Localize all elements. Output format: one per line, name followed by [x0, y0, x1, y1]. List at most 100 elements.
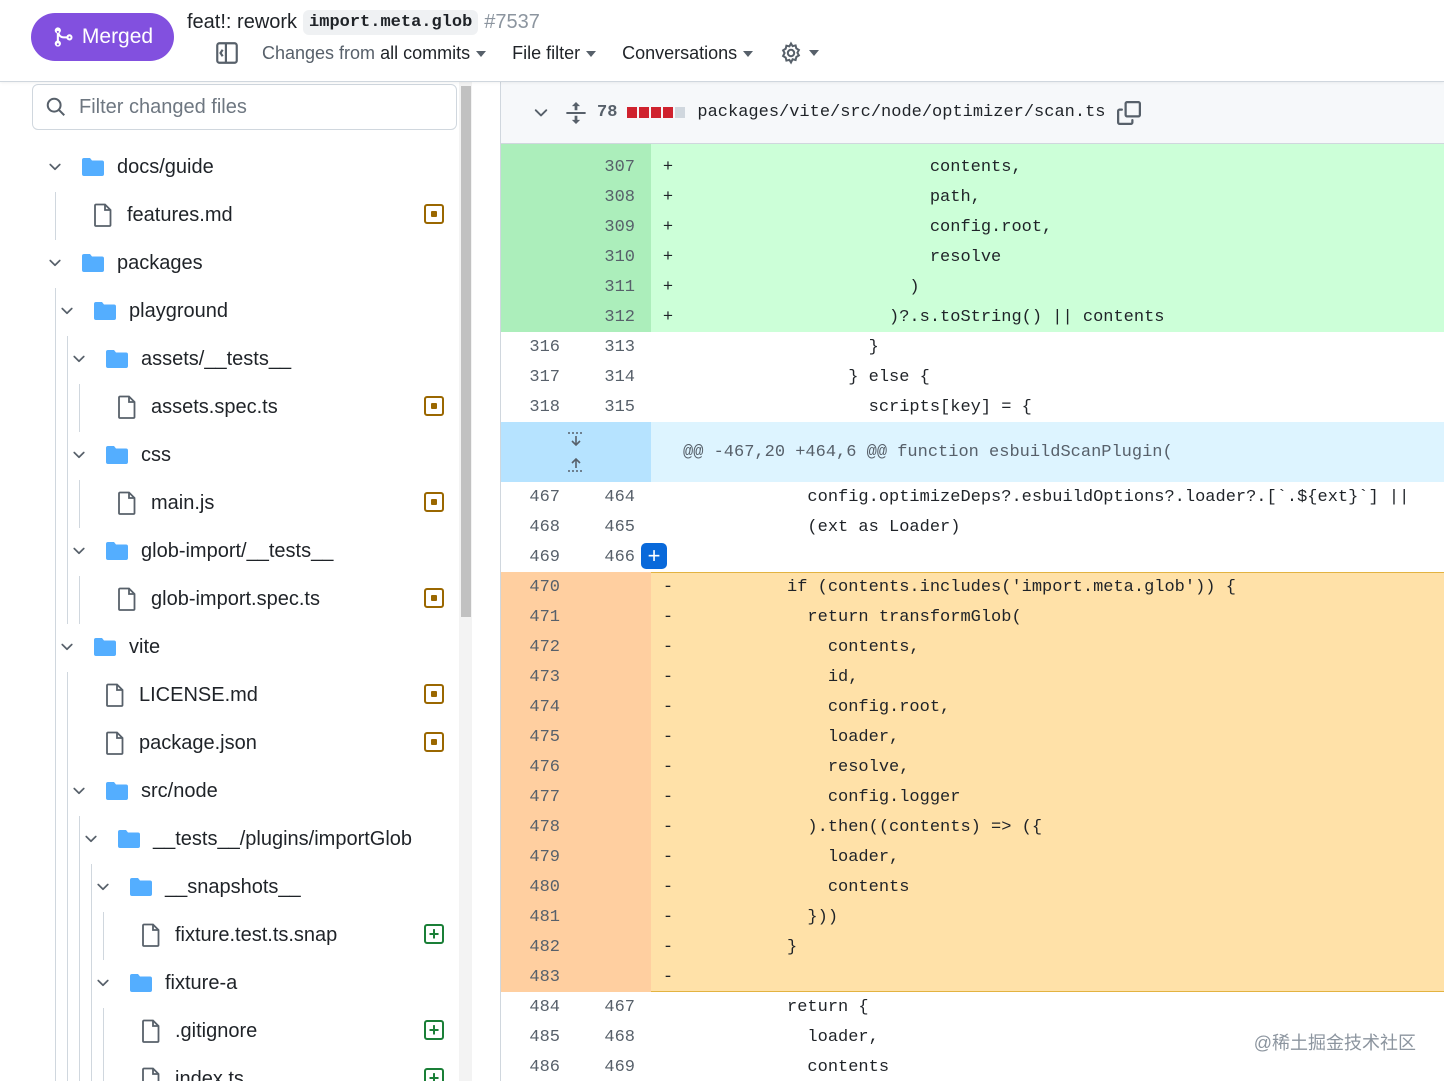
old-line-number[interactable]: 486: [529, 1057, 560, 1077]
old-line-number[interactable]: 467: [529, 487, 560, 507]
chevron-down-icon[interactable]: [93, 974, 113, 992]
diff-line-added[interactable]: 312+ )?.s.toString() || contents: [501, 302, 1444, 332]
new-line-number[interactable]: 313: [604, 337, 635, 357]
diff-line-added[interactable]: 310+ resolve: [501, 242, 1444, 272]
new-line-number[interactable]: 465: [604, 517, 635, 537]
tree-folder-src-node[interactable]: src/node: [69, 767, 218, 815]
chevron-down-icon[interactable]: [69, 542, 89, 560]
diff-line-added[interactable]: 309+ config.root,: [501, 212, 1444, 242]
new-line-number[interactable]: 468: [604, 1027, 635, 1047]
old-line-number[interactable]: 471: [529, 607, 560, 627]
tree-folder-fixture-a[interactable]: fixture-a: [93, 959, 237, 1007]
diff-line-removed[interactable]: 481- })): [501, 902, 1444, 932]
sidebar-scrollbar-thumb[interactable]: [461, 86, 471, 617]
file-filter-dropdown[interactable]: File filter: [512, 43, 597, 64]
diff-line-removed[interactable]: 476- resolve,: [501, 752, 1444, 782]
chevron-down-icon[interactable]: [69, 446, 89, 464]
old-line-number[interactable]: 470: [529, 577, 560, 597]
diff-line-removed[interactable]: 470- if (contents.includes('import.meta.…: [501, 572, 1444, 602]
tree-file-package-json[interactable]: package.json: [105, 719, 257, 767]
old-line-number[interactable]: 472: [529, 637, 560, 657]
old-line-number[interactable]: 476: [529, 757, 560, 777]
old-line-number[interactable]: 481: [529, 907, 560, 927]
hunk-expand-gutter[interactable]: [501, 422, 651, 482]
diff-line-removed[interactable]: 479- loader,: [501, 842, 1444, 872]
chevron-down-icon[interactable]: [93, 878, 113, 896]
new-line-number[interactable]: 308: [604, 187, 635, 207]
old-line-number[interactable]: 479: [529, 847, 560, 867]
new-line-number[interactable]: 312: [604, 307, 635, 327]
diff-line-added[interactable]: 307+ contents,: [501, 152, 1444, 182]
settings-dropdown[interactable]: [779, 41, 820, 65]
new-line-number[interactable]: 469: [604, 1057, 635, 1077]
pane-divider[interactable]: [472, 82, 500, 1081]
tree-file-fixture-snap[interactable]: fixture.test.ts.snap: [141, 911, 337, 959]
file-path[interactable]: packages/vite/src/node/optimizer/scan.ts: [697, 103, 1106, 122]
new-line-number[interactable]: 466: [604, 547, 635, 567]
tree-file-main-js[interactable]: main.js: [117, 479, 214, 527]
tree-folder-playground[interactable]: playground: [57, 287, 228, 335]
tree-folder-snapshots[interactable]: __snapshots__: [93, 863, 301, 911]
tree-file-features-md[interactable]: features.md: [93, 191, 233, 239]
new-line-number[interactable]: 467: [604, 997, 635, 1017]
diff-line-removed[interactable]: 474- config.root,: [501, 692, 1444, 722]
old-line-number[interactable]: 473: [529, 667, 560, 687]
new-line-number[interactable]: 314: [604, 367, 635, 387]
old-line-number[interactable]: 482: [529, 937, 560, 957]
diff-line-removed[interactable]: 483-: [501, 962, 1444, 992]
diff-line-removed[interactable]: 473- id,: [501, 662, 1444, 692]
old-line-number[interactable]: 477: [529, 787, 560, 807]
diff-line-removed[interactable]: 471- return transformGlob(: [501, 602, 1444, 632]
old-line-number[interactable]: 474: [529, 697, 560, 717]
chevron-down-icon[interactable]: [57, 302, 77, 320]
expand-down-icon[interactable]: [566, 431, 586, 447]
expand-all-icon[interactable]: [565, 101, 587, 124]
tree-folder-docs-guide[interactable]: docs/guide: [45, 143, 214, 191]
chevron-down-icon[interactable]: [57, 638, 77, 656]
collapse-chevron-icon[interactable]: [531, 103, 551, 123]
tree-file-license-md[interactable]: LICENSE.md: [105, 671, 258, 719]
copy-icon[interactable]: [1117, 100, 1142, 125]
new-line-number[interactable]: 307: [604, 157, 635, 177]
old-line-number[interactable]: 483: [529, 967, 560, 987]
old-line-number[interactable]: 478: [529, 817, 560, 837]
old-line-number[interactable]: 468: [529, 517, 560, 537]
new-line-number[interactable]: 310: [604, 247, 635, 267]
tree-folder-packages[interactable]: packages: [45, 239, 203, 287]
old-line-number[interactable]: 475: [529, 727, 560, 747]
tree-file-glob-import-spec[interactable]: glob-import.spec.ts: [117, 575, 320, 623]
tree-file-gitignore[interactable]: .gitignore: [141, 1007, 257, 1055]
new-line-number[interactable]: 315: [604, 397, 635, 417]
new-line-number[interactable]: 464: [604, 487, 635, 507]
chevron-down-icon[interactable]: [45, 254, 65, 272]
changes-from-dropdown[interactable]: Changes from all commits: [262, 43, 487, 64]
chevron-down-icon[interactable]: [45, 158, 65, 176]
new-line-number[interactable]: 311: [604, 277, 635, 297]
tree-folder-vite[interactable]: vite: [57, 623, 160, 671]
old-line-number[interactable]: 480: [529, 877, 560, 897]
diff-line-added[interactable]: 311+ ): [501, 272, 1444, 302]
old-line-number[interactable]: 484: [529, 997, 560, 1017]
tree-folder-assets-tests[interactable]: assets/__tests__: [69, 335, 291, 383]
diff-line-added[interactable]: 308+ path,: [501, 182, 1444, 212]
old-line-number[interactable]: 316: [529, 337, 560, 357]
chevron-down-icon[interactable]: [81, 830, 101, 848]
chevron-down-icon[interactable]: [69, 350, 89, 368]
tree-folder-css[interactable]: css: [69, 431, 171, 479]
old-line-number[interactable]: 317: [529, 367, 560, 387]
diff-line-removed[interactable]: 472- contents,: [501, 632, 1444, 662]
toggle-tree-icon[interactable]: [214, 40, 240, 66]
diff-line-removed[interactable]: 478- ).then((contents) => ({: [501, 812, 1444, 842]
add-comment-button[interactable]: +: [641, 543, 667, 569]
old-line-number[interactable]: 318: [529, 397, 560, 417]
tree-file-assets-spec[interactable]: assets.spec.ts: [117, 383, 278, 431]
new-line-number[interactable]: 309: [604, 217, 635, 237]
